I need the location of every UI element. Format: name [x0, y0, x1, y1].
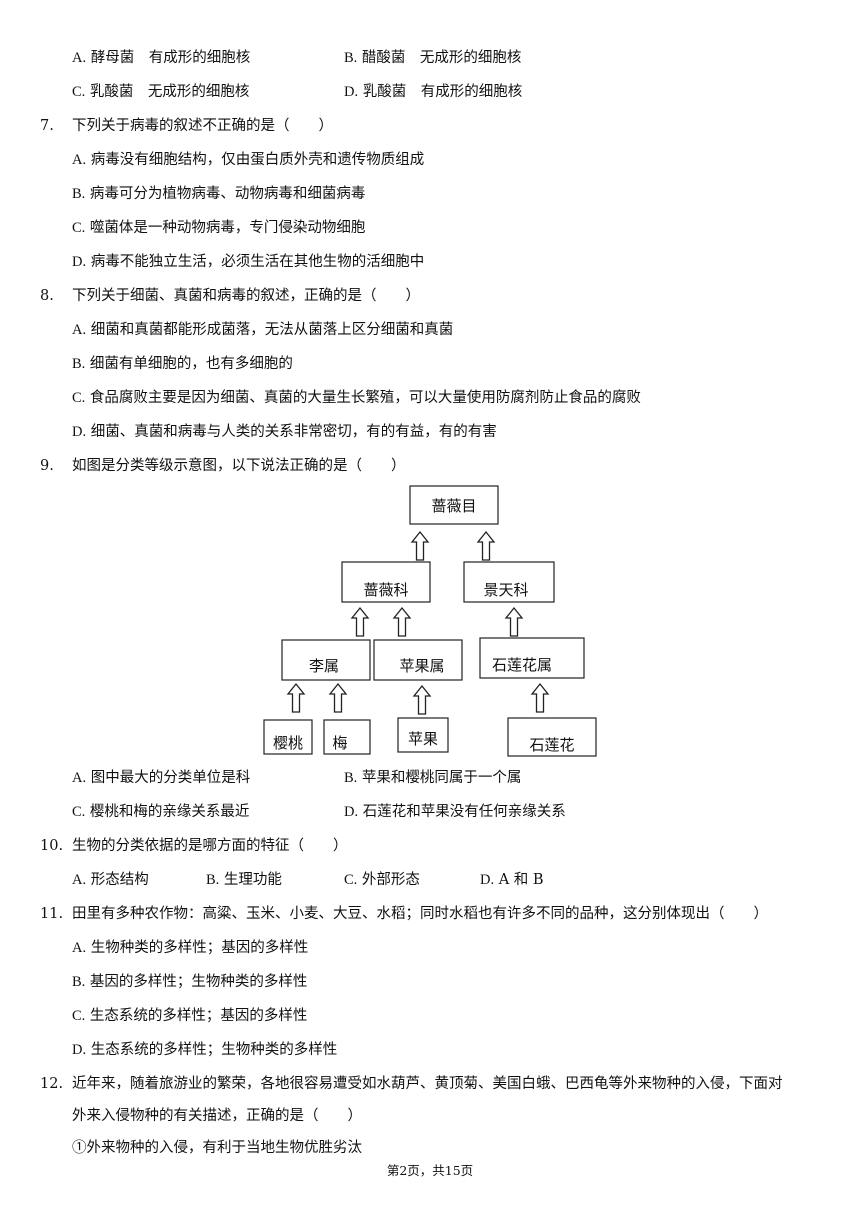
classification-diagram: 蔷薇目 蔷薇科 景天科 李属 苹果属 石莲花属	[250, 478, 610, 764]
q11-stem: 11.田里有多种农作物：高粱、玉米、小麦、大豆、水稻；同时水稻也有许多不同的品种…	[40, 906, 768, 922]
arrow-up-icon	[531, 683, 549, 713]
label-genus-prunus: 李属	[309, 657, 339, 675]
label-genus-malus: 苹果属	[399, 657, 444, 675]
label-genus-echeveria: 石莲花属	[492, 656, 552, 674]
q11-option-c: C. 生态系统的多样性；基因的多样性	[72, 1008, 308, 1024]
label-family-crassulaceae: 景天科	[483, 581, 528, 599]
label-species-apple: 苹果	[408, 730, 438, 748]
box-species-apple	[397, 717, 449, 753]
arrow-up-icon	[393, 607, 411, 637]
box-species-cherry	[263, 719, 313, 755]
arrow-up-icon	[505, 607, 523, 637]
q10-stem: 10.生物的分类依据的是哪方面的特征（ ）	[40, 838, 348, 854]
box-family-crassulaceae	[463, 561, 555, 603]
q9-stem: 9.如图是分类等级示意图，以下说法正确的是（ ）	[40, 458, 406, 474]
q10-option-b: B. 生理功能	[206, 872, 282, 888]
q12-item-1: ①外来物种的入侵，有利于当地生物优胜劣汰	[72, 1140, 362, 1156]
q12-stem-line1: 12.近年来，随着旅游业的繁荣，各地很容易遭受如水葫芦、黄顶菊、美国白蛾、巴西龟…	[40, 1076, 783, 1092]
arrow-up-icon	[411, 531, 429, 561]
classification-diagram-svg: 蔷薇目 蔷薇科 景天科 李属 苹果属 石莲花属	[263, 485, 597, 757]
q8-option-a: A. 细菌和真菌都能形成菌落，无法从菌落上区分细菌和真菌	[72, 322, 454, 338]
q7-option-d: D. 病毒不能独立生活，必须生活在其他生物的活细胞中	[72, 254, 425, 270]
box-order	[409, 485, 499, 525]
q10-option-d: D. A 和 B	[480, 872, 544, 888]
q7-option-b: B. 病毒可分为植物病毒、动物病毒和细菌病毒	[72, 186, 366, 202]
q7-stem: 7.下列关于病毒的叙述不正确的是（ ）	[40, 118, 333, 134]
q6-option-b: B. 醋酸菌 无成形的细胞核	[344, 50, 522, 66]
box-genus-malus	[373, 639, 463, 681]
question-number: 10.	[40, 838, 64, 854]
box-species-echeveria	[507, 717, 597, 757]
q8-stem: 8.下列关于细菌、真菌和病毒的叙述，正确的是（ ）	[40, 288, 420, 304]
q6-option-a: A. 酵母菌 有成形的细胞核	[72, 50, 251, 66]
question-number: 12.	[40, 1076, 64, 1092]
q8-option-c: C. 食品腐败主要是因为细菌、真菌的大量生长繁殖，可以大量使用防腐剂防止食品的腐…	[72, 390, 641, 406]
arrow-up-icon	[329, 683, 347, 713]
q7-option-a: A. 病毒没有细胞结构，仅由蛋白质外壳和遗传物质组成	[72, 152, 425, 168]
question-number: 11.	[40, 906, 64, 922]
q11-option-b: B. 基因的多样性；生物种类的多样性	[72, 974, 308, 990]
question-number: 8.	[40, 288, 54, 304]
q9-option-d: D. 石莲花和苹果没有任何亲缘关系	[344, 804, 566, 820]
question-number: 9.	[40, 458, 54, 474]
q8-option-b: B. 细菌有单细胞的，也有多细胞的	[72, 356, 293, 372]
arrow-up-icon	[351, 607, 369, 637]
label-order: 蔷薇目	[431, 497, 476, 515]
label-species-cherry: 樱桃	[273, 734, 303, 752]
box-species-plum	[323, 719, 371, 755]
q8-option-d: D. 细菌、真菌和病毒与人类的关系非常密切，有的有益，有的有害	[72, 424, 497, 440]
q9-option-b: B. 苹果和樱桃同属于一个属	[344, 770, 522, 786]
q10-option-c: C. 外部形态	[344, 872, 420, 888]
q11-option-d: D. 生态系统的多样性；生物种类的多样性	[72, 1042, 338, 1058]
arrow-up-icon	[477, 531, 495, 561]
box-family-rosaceae	[341, 561, 431, 603]
q9-option-c: C. 樱桃和梅的亲缘关系最近	[72, 804, 250, 820]
arrow-up-icon	[287, 683, 305, 713]
question-number: 7.	[40, 118, 54, 134]
label-species-echeveria: 石莲花	[529, 736, 574, 754]
q7-option-c: C. 噬菌体是一种动物病毒，专门侵染动物细胞	[72, 220, 366, 236]
box-genus-echeveria	[479, 637, 585, 679]
label-species-plum: 梅	[332, 734, 347, 752]
q6-option-d: D. 乳酸菌 有成形的细胞核	[344, 84, 523, 100]
box-genus-prunus	[281, 639, 371, 681]
arrow-up-icon	[413, 685, 431, 715]
q6-option-c: C. 乳酸菌 无成形的细胞核	[72, 84, 250, 100]
q10-option-a: A. 形态结构	[72, 872, 149, 888]
q9-option-a: A. 图中最大的分类单位是科	[72, 770, 251, 786]
page-footer: 第2页，共15页	[386, 1163, 474, 1178]
q12-stem-line2: 外来入侵物种的有关描述，正确的是（ ）	[72, 1108, 362, 1124]
label-family-rosaceae: 蔷薇科	[363, 581, 408, 599]
q11-option-a: A. 生物种类的多样性；基因的多样性	[72, 940, 309, 956]
